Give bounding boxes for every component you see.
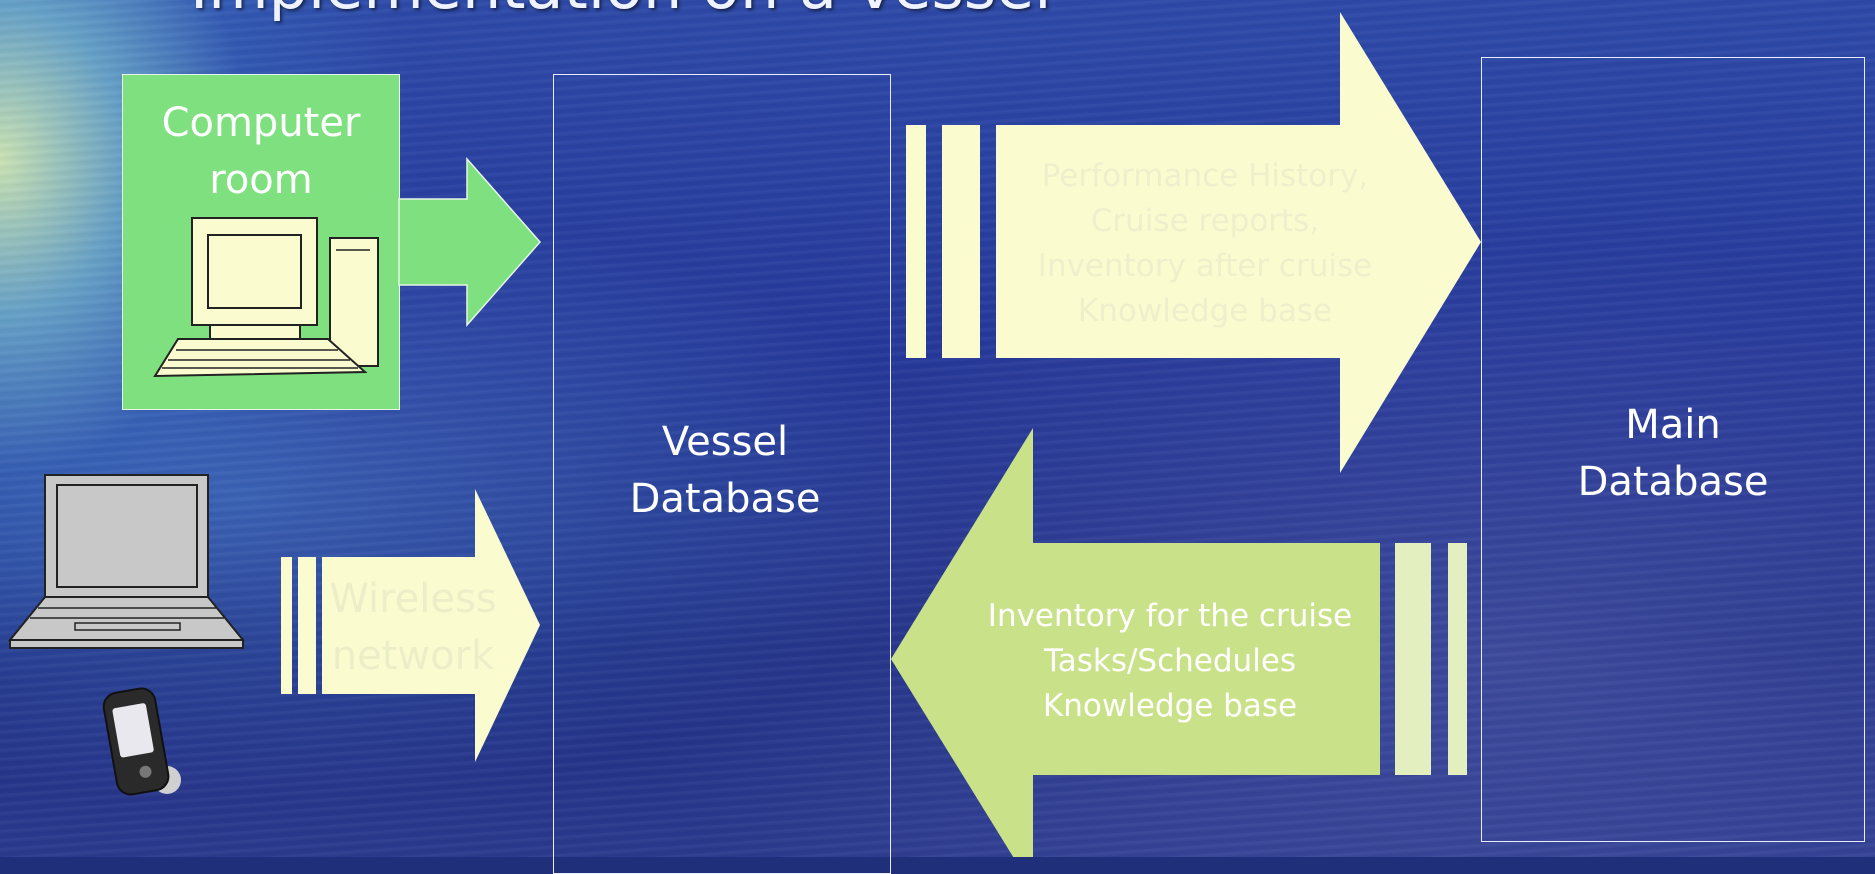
download-arrow-bar-2 [1448,543,1467,775]
main-database-box [1481,57,1865,842]
computer-room-arrow [398,157,541,327]
download-arrow-bar-1 [1395,543,1431,775]
upload-arrow-bar-2 [942,125,980,358]
slide-title: Implementation on a vessel [190,0,1051,23]
laptop-icon [7,474,246,649]
desktop-computer-icon [153,217,379,378]
upload-arrow-bar-1 [906,125,926,358]
upload-arrow-text: Performance History, Cruise reports, Inv… [1037,158,1373,329]
main-database-label: Main Database [1577,402,1769,505]
vessel-database-label: Vessel Database [629,419,821,522]
download-arrow-text: Inventory for the cruise Tasks/Schedules… [987,598,1353,724]
wireless-arrow-bar-2 [298,557,316,694]
upload-arrow [996,12,1481,473]
wireless-network-label: Wireless network [329,576,497,679]
wireless-arrow-bar-1 [281,557,292,694]
wireless-arrow [322,489,540,762]
download-arrow [891,428,1380,857]
computer-room-label: Computer room [161,100,361,203]
pda-icon [102,687,181,796]
